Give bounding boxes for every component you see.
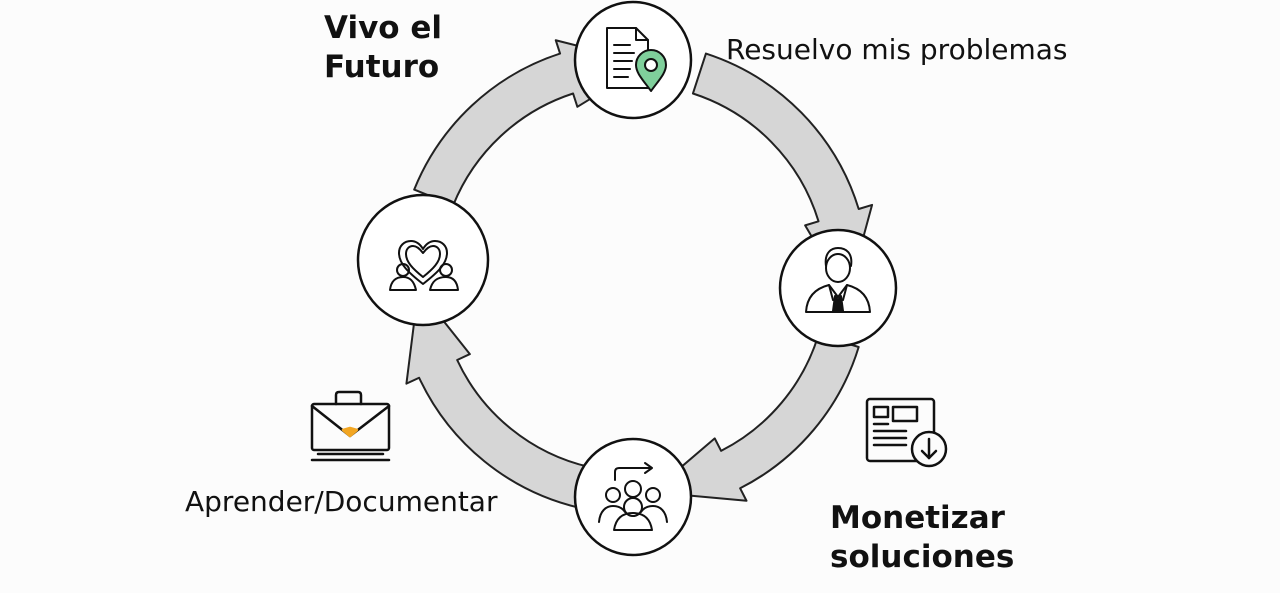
report-download-icon [865, 397, 948, 468]
label-vivo-el-futuro: Vivo el Futuro [324, 9, 442, 87]
label-line: Monetizar [830, 500, 1005, 536]
label-monetizar: Monetizar soluciones [830, 499, 1014, 577]
node-left [356, 193, 490, 327]
people-heart-icon [389, 240, 459, 291]
node-right [778, 228, 898, 348]
businessman-icon [805, 247, 871, 313]
node-bottom [573, 437, 693, 557]
group-share-icon [598, 462, 668, 531]
label-line: Futuro [324, 49, 440, 85]
document-location-icon [606, 27, 667, 92]
label-line: soluciones [830, 539, 1015, 575]
label-aprender: Aprender/Documentar [185, 485, 497, 519]
label-line: Aprender/Documentar [185, 485, 498, 518]
label-line: Vivo el [324, 10, 443, 46]
label-resuelvo: Resuelvo mis problemas [726, 33, 1068, 67]
node-top [573, 0, 693, 120]
label-line: Resuelvo mis problemas [726, 33, 1068, 66]
briefcase-envelope-icon [310, 390, 391, 462]
